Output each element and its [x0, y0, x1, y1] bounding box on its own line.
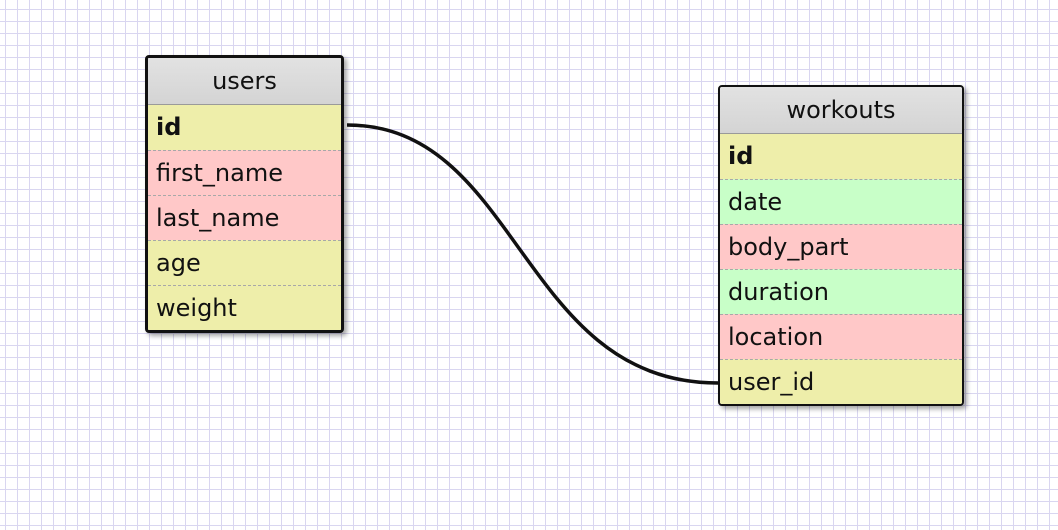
table-users[interactable]: users id first_name last_name age weight [145, 55, 344, 333]
field-row-workouts-location[interactable]: location [720, 314, 962, 359]
field-row-users-id[interactable]: id [148, 105, 341, 150]
field-row-users-weight[interactable]: weight [148, 285, 341, 330]
field-row-workouts-duration[interactable]: duration [720, 269, 962, 314]
relation-users-id-to-workouts-user-id[interactable] [346, 123, 719, 385]
table-header-workouts[interactable]: workouts [720, 87, 962, 134]
field-row-workouts-body-part[interactable]: body_part [720, 224, 962, 269]
table-workouts[interactable]: workouts id date body_part duration loca… [718, 85, 964, 406]
field-row-users-age[interactable]: age [148, 240, 341, 285]
field-row-workouts-date[interactable]: date [720, 179, 962, 224]
field-row-workouts-id[interactable]: id [720, 134, 962, 179]
field-row-workouts-user-id[interactable]: user_id [720, 359, 962, 404]
table-header-users[interactable]: users [148, 58, 341, 105]
table-fields-users: id first_name last_name age weight [148, 105, 341, 330]
field-row-users-last-name[interactable]: last_name [148, 195, 341, 240]
field-row-users-first-name[interactable]: first_name [148, 150, 341, 195]
table-fields-workouts: id date body_part duration location user… [720, 134, 962, 404]
